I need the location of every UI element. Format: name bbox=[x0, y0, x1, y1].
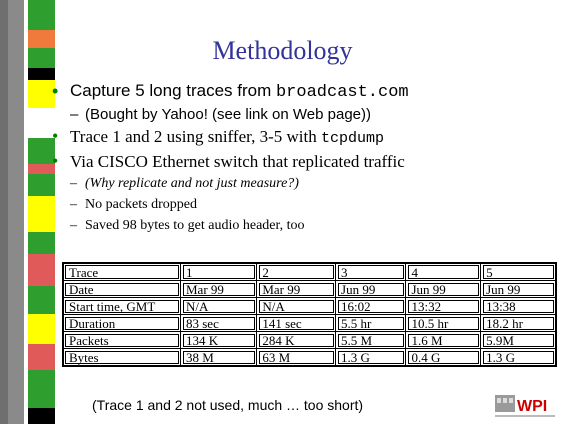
bullet-dot: • bbox=[52, 126, 59, 146]
logo-window bbox=[509, 398, 513, 403]
strip-block bbox=[28, 370, 55, 408]
sub-bullet-replicate: – (Why replicate and not just measure?) bbox=[70, 173, 550, 194]
trace-cell: Mar 99 bbox=[256, 280, 337, 298]
sub-bullet-no-drops: – No packets dropped bbox=[70, 194, 550, 215]
row-label-cell: Date bbox=[62, 280, 181, 298]
trace-cell: Mar 99 bbox=[179, 280, 258, 298]
trace-cell: 3 bbox=[335, 262, 407, 281]
sub-dash: – bbox=[70, 176, 77, 191]
trace-cell: 0.4 G bbox=[405, 348, 482, 367]
row-label-cell: Trace bbox=[62, 262, 181, 281]
trace-cell: 63 M bbox=[256, 348, 337, 367]
trace-cell: 1.6 M bbox=[405, 331, 482, 349]
strip-block bbox=[28, 174, 55, 196]
left-dark-band bbox=[0, 0, 8, 424]
trace-cell: N/A bbox=[256, 297, 337, 315]
capture-text: Capture 5 long traces from bbox=[70, 81, 276, 100]
bytes-text: Saved 98 bytes to get audio header, too bbox=[85, 218, 305, 233]
strip-block bbox=[28, 254, 55, 286]
row-label-cell: Bytes bbox=[62, 348, 181, 367]
bullet-dot: • bbox=[52, 81, 59, 101]
strip-block bbox=[28, 48, 55, 68]
bullet-capture: • Capture 5 long traces from broadcast.c… bbox=[52, 80, 550, 104]
trace-cell: 16:02 bbox=[335, 297, 407, 315]
strip-block bbox=[28, 314, 55, 344]
strip-block bbox=[28, 30, 55, 48]
strip-block bbox=[28, 196, 55, 232]
logo-building-icon bbox=[495, 395, 515, 412]
replicate-question: (Why replicate and not just measure?) bbox=[85, 176, 299, 191]
trace-cell: 2 bbox=[256, 262, 337, 281]
sub-dash: – bbox=[70, 106, 79, 123]
strip-block bbox=[28, 286, 55, 314]
trace-cell: 1 bbox=[179, 262, 258, 281]
sub-dash: – bbox=[70, 218, 77, 233]
trace-cell: Jun 99 bbox=[405, 280, 482, 298]
switch-text: Via CISCO Ethernet switch that replicate… bbox=[70, 152, 405, 171]
logo-window bbox=[503, 398, 507, 403]
logo-window bbox=[497, 398, 501, 403]
no-drops-text: No packets dropped bbox=[85, 197, 197, 212]
trace-cell: 5.9M bbox=[480, 331, 557, 349]
strip-block bbox=[28, 0, 55, 30]
bullet-list: • Capture 5 long traces from broadcast.c… bbox=[52, 80, 550, 236]
strip-block bbox=[28, 232, 55, 254]
trace-cell: 141 sec bbox=[256, 314, 337, 332]
trace-tools-text: Trace 1 and 2 using sniffer, 3-5 with bbox=[70, 127, 321, 146]
row-label-cell: Duration bbox=[62, 314, 181, 332]
row-label-cell: Packets bbox=[62, 331, 181, 349]
trace-cell: 10.5 hr bbox=[405, 314, 482, 332]
trace-cell: 38 M bbox=[179, 348, 258, 367]
wpi-logo: WPI bbox=[493, 392, 557, 420]
bullet-switch: • Via CISCO Ethernet switch that replica… bbox=[52, 150, 550, 173]
trace-cell: 5.5 hr bbox=[335, 314, 407, 332]
sub-bullet-yahoo: – (Bought by Yahoo! (see link on Web pag… bbox=[70, 104, 550, 125]
capture-sub-text: (Bought by Yahoo! (see link on Web page)… bbox=[85, 106, 372, 123]
logo-caption-line bbox=[495, 415, 555, 417]
trace-cell: 1.3 G bbox=[480, 348, 557, 367]
trace-cell: Jun 99 bbox=[335, 280, 407, 298]
trace-cell: 83 sec bbox=[179, 314, 258, 332]
trace-cell: 5.5 M bbox=[335, 331, 407, 349]
trace-cell: 1.3 G bbox=[335, 348, 407, 367]
strip-block bbox=[28, 164, 55, 174]
trace-cell: N/A bbox=[179, 297, 258, 315]
trace-cell: 4 bbox=[405, 262, 482, 281]
trace-cell: 18.2 hr bbox=[480, 314, 557, 332]
slide-title: Methodology bbox=[212, 36, 353, 65]
footer-note: (Trace 1 and 2 not used, much … too shor… bbox=[92, 397, 364, 413]
trace-cell: 13:38 bbox=[480, 297, 557, 315]
strip-block bbox=[28, 408, 55, 424]
strip-block bbox=[28, 68, 55, 80]
trace-cell: 284 K bbox=[256, 331, 337, 349]
trace-tools-tool: tcpdump bbox=[320, 130, 384, 147]
logo-wordmark: WPI bbox=[517, 398, 547, 415]
trace-cell: 13:32 bbox=[405, 297, 482, 315]
trace-cell: 5 bbox=[480, 262, 557, 281]
trace-cell: 134 K bbox=[179, 331, 258, 349]
sub-dash: – bbox=[70, 197, 77, 212]
sub-bullet-bytes: – Saved 98 bytes to get audio header, to… bbox=[70, 215, 550, 236]
strip-block bbox=[28, 80, 55, 108]
strip-block bbox=[28, 138, 55, 164]
row-label-cell: Start time, GMT bbox=[62, 297, 181, 315]
strip-block bbox=[28, 344, 55, 370]
capture-site: broadcast.com bbox=[275, 83, 409, 102]
trace-cell: Jun 99 bbox=[480, 280, 557, 298]
bullet-dot: • bbox=[52, 151, 59, 171]
bullet-trace-tools: • Trace 1 and 2 using sniffer, 3-5 with … bbox=[52, 125, 550, 150]
